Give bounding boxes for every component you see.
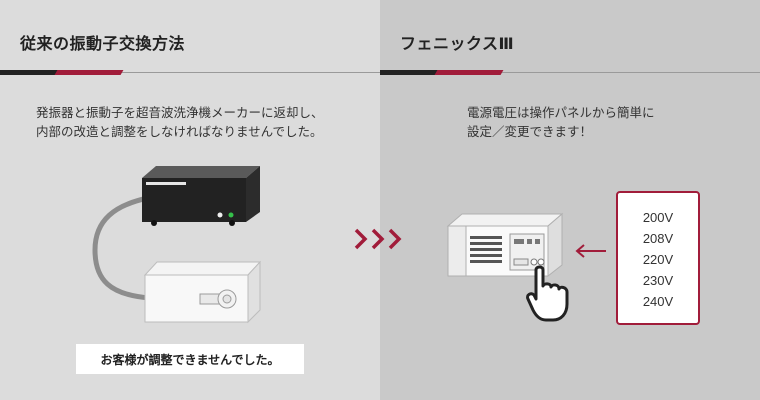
- phoenix-description: 電源電圧は操作パネルから簡単に 設定／変更できます！: [467, 105, 655, 139]
- transducer-unit-icon: [143, 260, 262, 324]
- legacy-method-heading: 従来の振動子交換方法: [20, 34, 186, 53]
- phoenix-panel: フェニックスⅢ 電源電圧は操作パネルから簡単に 設定／変更できます！: [380, 0, 760, 400]
- left-arrow-icon: [575, 244, 606, 258]
- legacy-caption: お客様が調整できませんでした。: [76, 344, 304, 374]
- legacy-description: 発振器と振動子を超音波洗浄機メーカーに返却し、 内部の改造と調整をしなければなり…: [36, 105, 324, 139]
- voltage-option: 208V: [642, 231, 674, 246]
- voltage-option: 200V: [642, 210, 674, 225]
- legacy-method-panel: 従来の振動子交換方法 発振器と振動子を超音波洗浄機メーカーに返却し、 内部の改造…: [0, 34, 380, 374]
- phoenix-generator-illustration: [446, 212, 569, 322]
- oscillator-transducer-illustration: [92, 166, 262, 324]
- heading-rule: [380, 70, 760, 75]
- voltage-option: 230V: [642, 273, 674, 288]
- voltage-option: 220V: [642, 252, 674, 267]
- oscillator-unit-icon: [142, 166, 260, 226]
- phoenix-heading: フェニックスⅢ: [400, 34, 515, 53]
- chevron-right-icon: [354, 228, 402, 250]
- pointing-hand-icon: [526, 265, 569, 322]
- voltage-option: 240V: [642, 294, 674, 309]
- voltage-list: 200V 208V 220V 230V 240V: [616, 191, 700, 325]
- heading-rule: [0, 70, 380, 75]
